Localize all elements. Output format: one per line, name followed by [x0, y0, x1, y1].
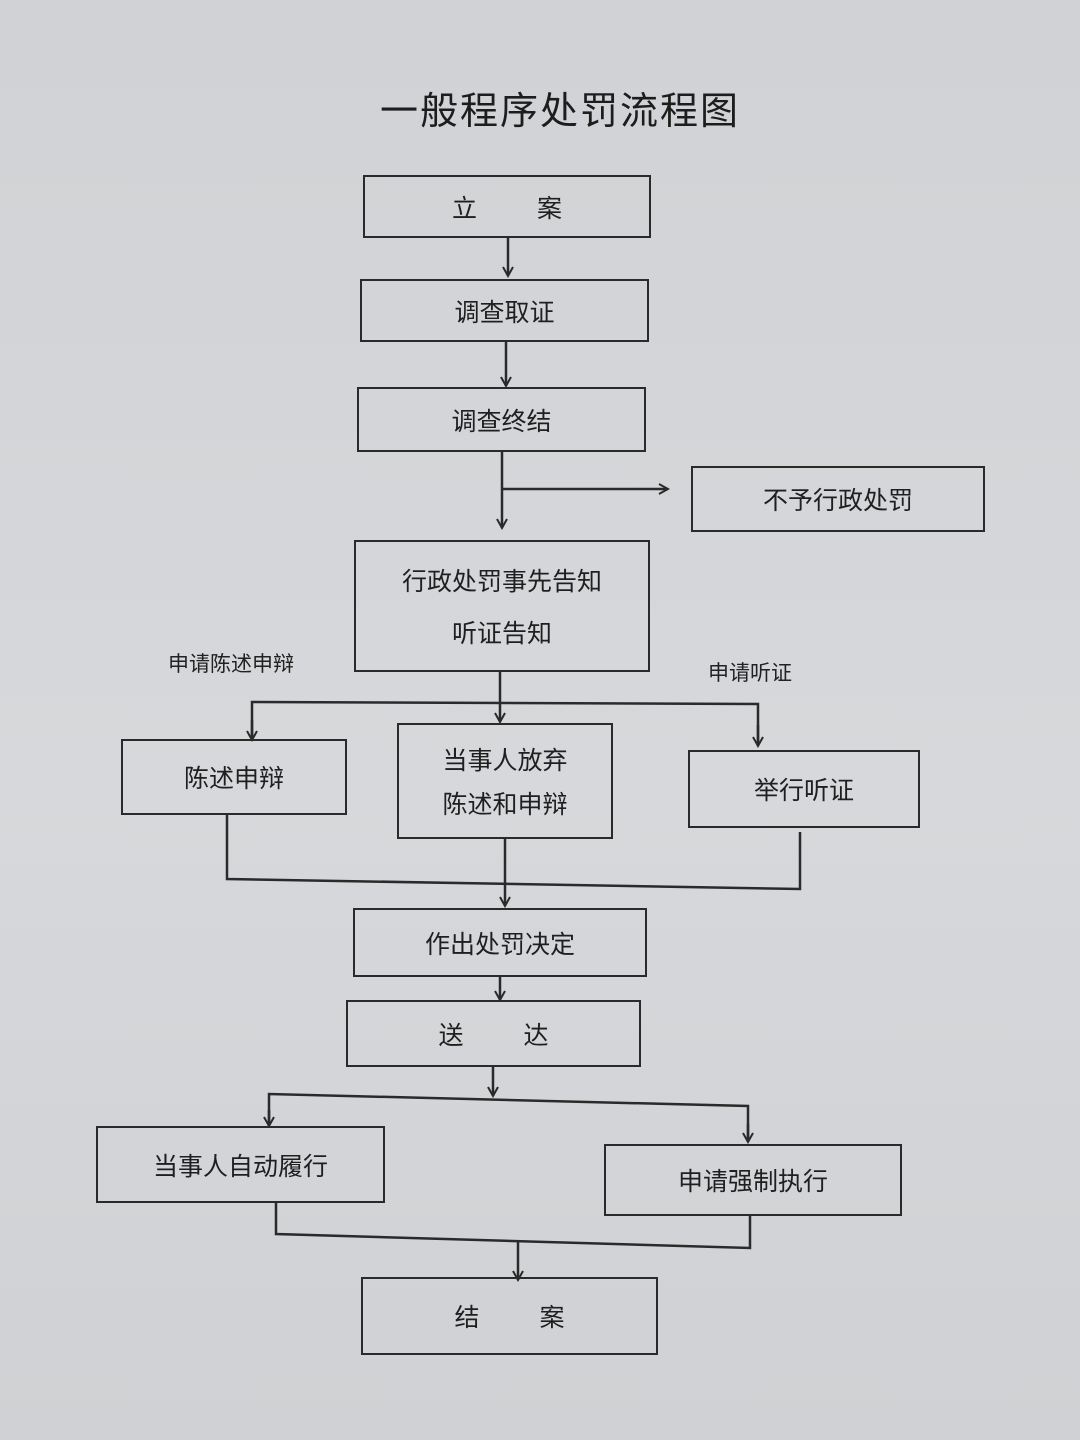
edge-label-left: 申请陈述申辩 [168, 652, 294, 676]
edge-split [267, 1092, 750, 1140]
node-jueding-label: 作出处罚决定 [424, 929, 575, 959]
node-songda-label: 送 达 [438, 1020, 575, 1050]
node-fangqi-line1: 当事人放弃 [442, 746, 568, 775]
edge-label-right: 申请听证 [708, 661, 792, 685]
node-chenshu-label: 陈述申辩 [183, 764, 284, 793]
edge-merge [225, 815, 802, 891]
node-lvxing: 当事人自动履行 [96, 1126, 385, 1203]
node-diaocha-zhongjie-label: 调查终结 [451, 406, 552, 436]
node-jiean: 结 案 [361, 1277, 658, 1355]
node-buyu: 不予行政处罚 [691, 466, 985, 532]
node-lian-label: 立 案 [452, 193, 588, 223]
node-chenshu: 陈述申辩 [121, 739, 347, 815]
node-songda: 送 达 [346, 1000, 641, 1067]
node-gaozhi-line2: 听证告知 [451, 619, 552, 648]
node-fangqi-line2: 陈述和申辩 [442, 790, 568, 819]
node-jueding: 作出处罚决定 [353, 908, 647, 977]
edge-final-merge [274, 1202, 752, 1250]
node-gaozhi: 行政处罚事先告知 听证告知 [354, 540, 650, 672]
node-diaocha-zhongjie: 调查终结 [357, 387, 646, 452]
node-tingzheng-label: 举行听证 [753, 776, 854, 805]
node-diaocha-quzheng-label: 调查取证 [454, 297, 555, 327]
node-qiangzhi: 申请强制执行 [604, 1144, 902, 1216]
node-fangqi: 当事人放弃 陈述和申辩 [397, 723, 613, 839]
node-diaocha-quzheng: 调查取证 [360, 279, 649, 342]
node-tingzheng: 举行听证 [688, 750, 920, 828]
node-qiangzhi-label: 申请强制执行 [677, 1167, 828, 1196]
node-gaozhi-line1: 行政处罚事先告知 [401, 567, 602, 596]
page-title: 一般程序处罚流程图 [379, 89, 740, 133]
node-lian: 立 案 [363, 175, 651, 238]
node-jiean-label: 结 案 [454, 1303, 591, 1332]
node-buyu-label: 不予行政处罚 [762, 486, 913, 515]
node-lvxing-label: 当事人自动履行 [152, 1151, 328, 1181]
